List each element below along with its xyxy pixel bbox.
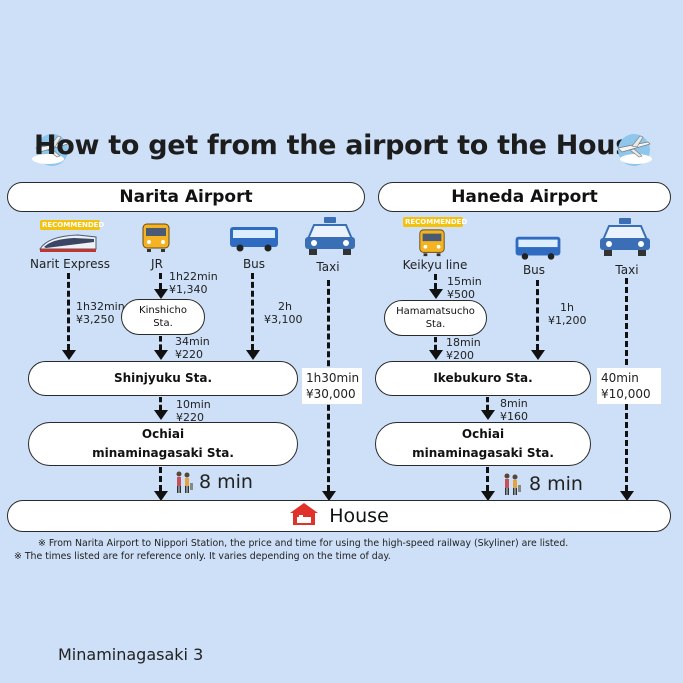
destination-name-line2: minaminagasaki Sta.	[92, 446, 234, 460]
walk-time-haneda: 8 min	[529, 473, 583, 495]
hamamatsucho-price: ¥200	[446, 349, 474, 362]
hamamatsucho-time: 18min	[446, 336, 481, 349]
route-line-jr	[159, 273, 162, 289]
taxi-icon-haneda	[597, 216, 653, 262]
express-time: 1h32min	[76, 300, 125, 313]
arrowhead	[154, 289, 168, 299]
mode-label-narita-express: Narit Express	[30, 257, 110, 271]
recommended-badge-haneda: RECOMMENDED	[403, 217, 468, 227]
transfer-station-name: Hamamatsucho	[396, 306, 475, 317]
haneda-airport-header: Haneda Airport	[378, 182, 671, 212]
route-line-express	[67, 273, 70, 350]
route-line-bus-haneda	[536, 280, 539, 350]
shinjyuku-time: 10min	[176, 398, 211, 411]
page-title: How to get from the airport to the House	[33, 130, 649, 161]
keikyu-train-icon	[417, 228, 447, 262]
bus-icon-narita	[228, 224, 280, 258]
shinjyuku-price: ¥220	[176, 411, 204, 424]
bus-time-haneda: 1h	[560, 301, 574, 314]
transfer-station-suffix: Sta.	[425, 319, 446, 330]
kinshicho-price: ¥220	[175, 348, 203, 361]
route-line-walk-haneda	[486, 467, 489, 491]
transfer-station-hamamatsucho: Hamamatsucho Sta.	[384, 300, 487, 336]
destination-station-narita: Ochiai minaminagasaki Sta.	[28, 422, 298, 466]
arrowhead	[429, 350, 443, 360]
note-skyliner: ※ From Narita Airport to Nippori Station…	[38, 538, 569, 549]
mode-label-bus-narita: Bus	[242, 257, 266, 271]
arrowhead	[154, 491, 168, 501]
taxi-time-narita: 1h30min	[306, 371, 360, 385]
arrowhead	[154, 410, 168, 420]
bus-price-narita: ¥3,100	[264, 313, 303, 326]
bus-icon-haneda	[513, 234, 563, 266]
destination-name-line2: minaminagasaki Sta.	[412, 446, 554, 460]
arrowhead	[620, 491, 634, 501]
hub-station-ikebukuro: Ikebukuro Sta.	[375, 361, 591, 396]
arrowhead	[531, 350, 545, 360]
travelers-icon-haneda	[500, 472, 522, 500]
arrowhead	[62, 350, 76, 360]
destination-name: Ochiai	[461, 427, 505, 441]
express-train-icon	[38, 231, 98, 259]
keikyu-time: 15min	[447, 275, 482, 288]
route-line-ikebukuro	[486, 397, 489, 410]
express-price: ¥3,250	[76, 313, 115, 326]
arrowhead	[481, 491, 495, 501]
mode-label-keikyu: Keikyu line	[402, 258, 468, 272]
taxi-fare-haneda: 40min ¥10,000	[597, 368, 661, 404]
route-line-kinshicho	[159, 336, 162, 350]
transfer-station-name: Kinshicho	[139, 305, 187, 316]
footer-location: Minaminagasaki 3	[58, 645, 204, 664]
house-icon	[289, 502, 319, 531]
route-line-keikyu	[434, 274, 437, 289]
ikebukuro-time: 8min	[500, 397, 528, 410]
jr-train-icon	[140, 222, 172, 258]
jr-price: ¥1,340	[169, 283, 208, 296]
arrowhead	[429, 289, 443, 299]
destination-station-haneda: Ochiai minaminagasaki Sta.	[375, 422, 591, 466]
keikyu-price: ¥500	[447, 288, 475, 301]
bus-time-narita: 2h	[278, 300, 292, 313]
bus-price-haneda: ¥1,200	[548, 314, 587, 327]
arrowhead	[322, 491, 336, 501]
travelers-icon-narita	[172, 470, 194, 498]
narita-airport-header: Narita Airport	[7, 182, 365, 212]
mode-label-taxi-haneda: Taxi	[615, 263, 639, 277]
route-line-shinjyuku	[159, 397, 162, 410]
airplane-right-icon	[612, 132, 656, 172]
walk-time-narita: 8 min	[199, 471, 253, 493]
note-reference: ※ The times listed are for reference onl…	[14, 551, 391, 562]
ikebukuro-price: ¥160	[500, 410, 528, 423]
route-line-bus-narita	[251, 273, 254, 350]
mode-label-bus-haneda: Bus	[522, 263, 546, 277]
house-destination: House	[7, 500, 671, 532]
arrowhead	[246, 350, 260, 360]
transfer-station-kinshicho: Kinshicho Sta.	[121, 299, 205, 335]
airplane-left-icon	[30, 132, 74, 172]
taxi-price-narita: ¥30,000	[306, 387, 356, 401]
transfer-station-suffix: Sta.	[153, 318, 173, 329]
mode-label-jr: JR	[151, 257, 163, 271]
mode-label-taxi-narita: Taxi	[316, 260, 340, 274]
destination-name: Ochiai	[141, 427, 185, 441]
taxi-icon-narita	[302, 215, 358, 261]
route-line-walk-narita	[159, 467, 162, 491]
hub-station-shinjyuku: Shinjyuku Sta.	[28, 361, 298, 396]
route-line-hamamatsucho	[434, 337, 437, 350]
taxi-time-haneda: 40min	[601, 371, 639, 385]
house-label: House	[329, 505, 389, 527]
taxi-price-haneda: ¥10,000	[601, 387, 651, 401]
recommended-badge-narita: RECOMMENDED	[40, 220, 105, 230]
jr-time: 1h22min	[169, 270, 218, 283]
taxi-fare-narita: 1h30min ¥30,000	[302, 368, 362, 404]
kinshicho-time: 34min	[175, 335, 210, 348]
arrowhead	[154, 350, 168, 360]
arrowhead	[481, 410, 495, 420]
